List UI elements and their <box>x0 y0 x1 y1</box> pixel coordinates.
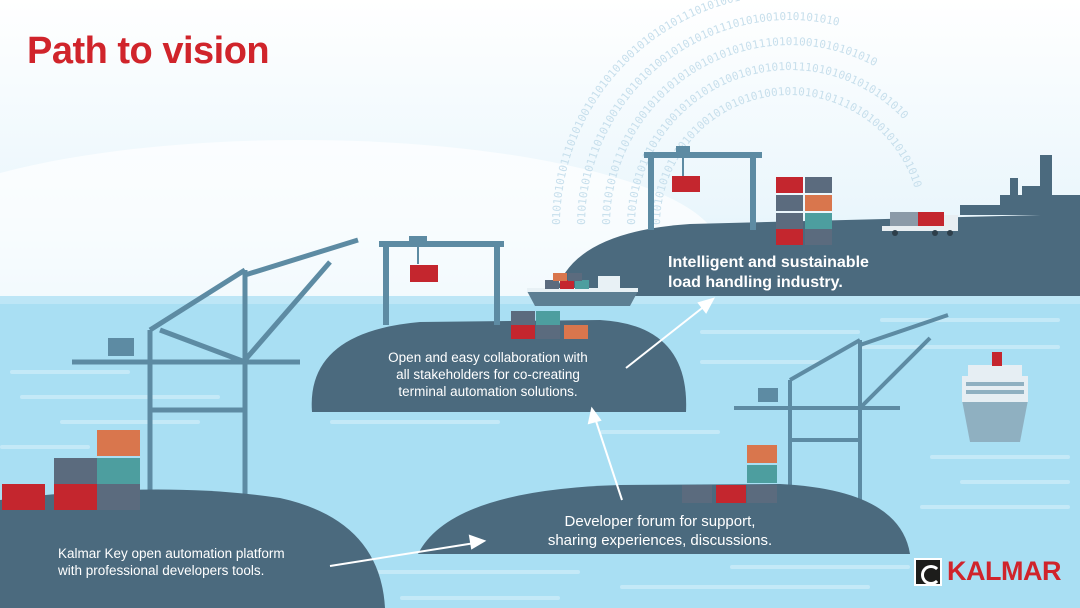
caption-vision: Intelligent and sustainable load handlin… <box>668 254 869 291</box>
ferry-ship <box>962 352 1028 442</box>
container-stack-mid <box>511 311 588 339</box>
arrow-platform-to-forum <box>329 542 476 567</box>
container-stack-front <box>2 430 140 510</box>
flow-arrows <box>329 297 716 567</box>
kalmar-logo: KALMAR <box>914 556 1061 589</box>
island-vision <box>555 146 1080 296</box>
island-forum <box>418 445 910 554</box>
sea-ripples <box>0 318 1070 600</box>
factory-skyline-icon <box>960 155 1080 215</box>
arrow-forum-to-collaboration <box>594 417 623 501</box>
container-stack-back <box>776 177 832 245</box>
truck-icon <box>882 212 958 236</box>
kalmar-logo-icon <box>914 558 942 586</box>
brand-name: KALMAR <box>947 556 1061 586</box>
caption-collaboration: Open and easy collaboration with all sta… <box>388 350 588 399</box>
island-collaboration <box>311 236 687 412</box>
container-hanging <box>672 176 700 192</box>
gantry-crane-back <box>644 146 762 230</box>
page-title: Path to vision <box>27 30 270 72</box>
container-hanging-mid <box>410 265 438 282</box>
arrow-collaboration-to-vision <box>625 304 707 369</box>
caption-platform: Kalmar Key open automation platform with… <box>58 546 285 578</box>
ship-to-shore-crane-left <box>72 237 359 500</box>
container-stack-forum <box>682 445 777 503</box>
gantry-crane-mid <box>379 236 504 325</box>
caption-forum: Developer forum for support, sharing exp… <box>547 513 773 549</box>
container-ship-far <box>527 273 638 306</box>
island-platform <box>0 430 385 608</box>
